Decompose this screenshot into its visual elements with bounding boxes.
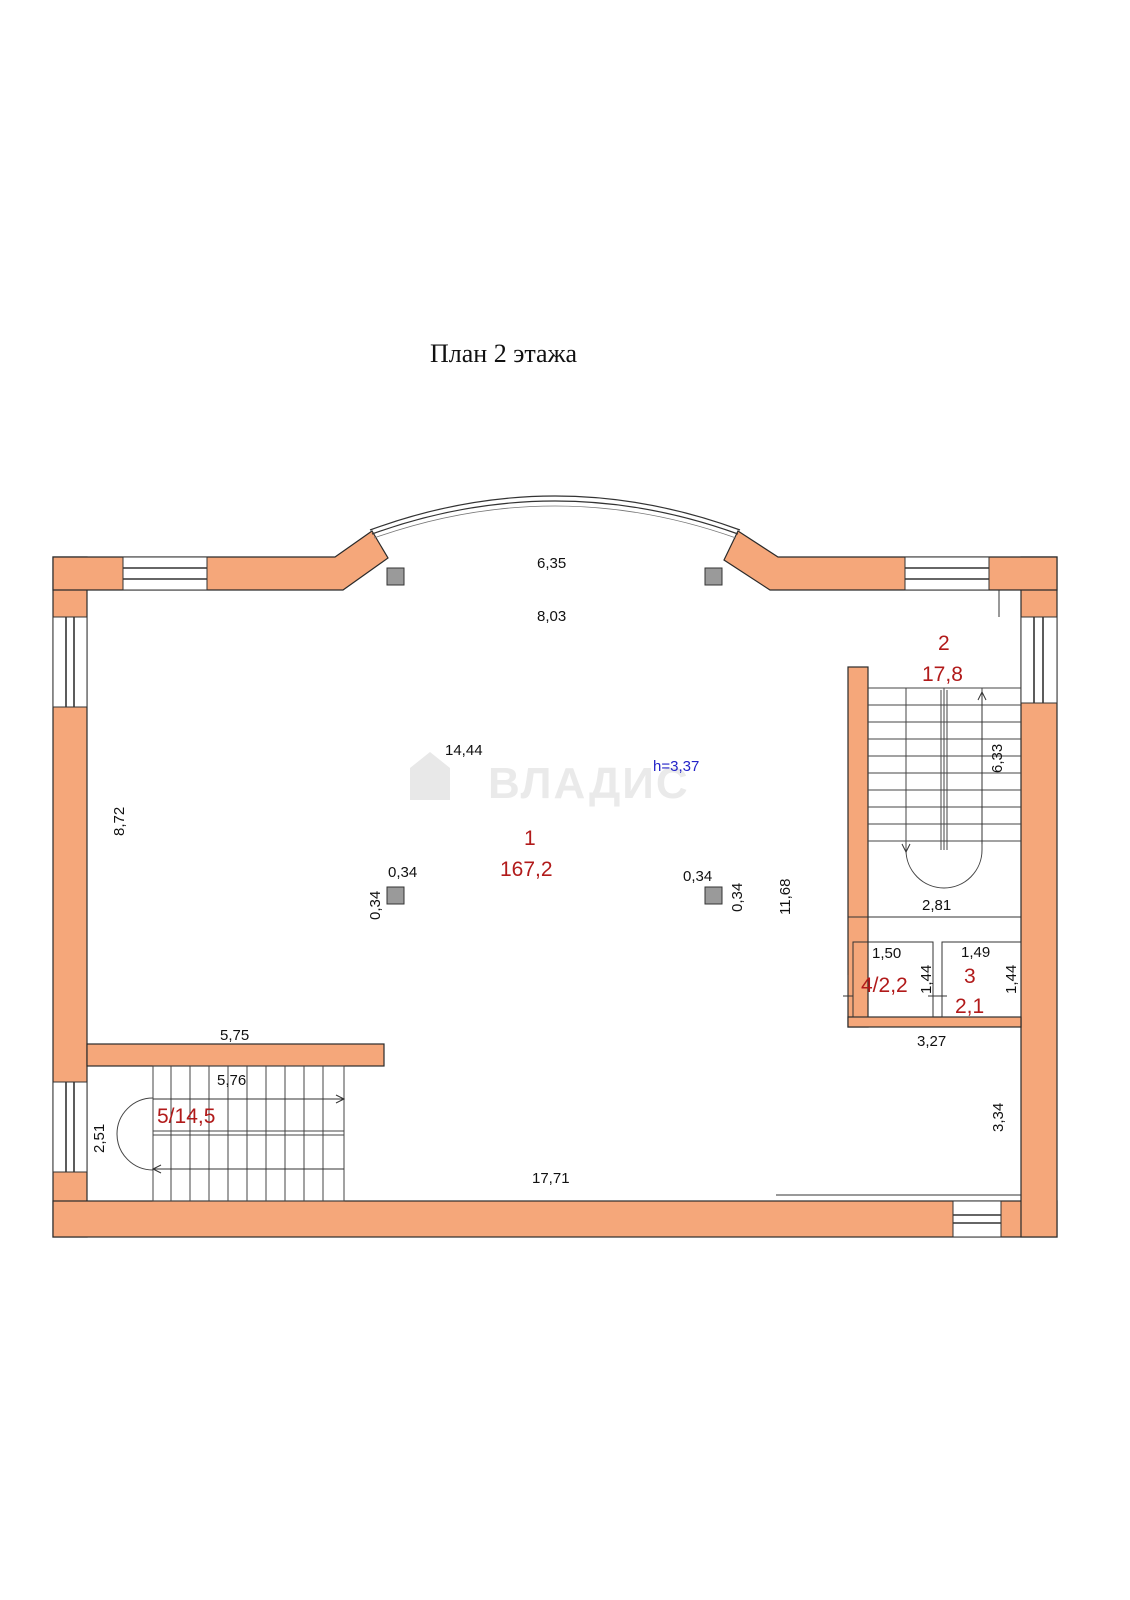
wall-room2-left — [847, 666, 869, 1028]
dim-8-03: 8,03 — [537, 608, 566, 625]
dim-0-34-a: 0,34 — [388, 864, 417, 881]
watermark: ВЛАДИС — [410, 752, 690, 808]
wall-top-right — [723, 530, 1058, 591]
bay-window-arc — [369, 495, 741, 531]
dim-3-34: 3,34 — [990, 1103, 1007, 1132]
ceiling-height-label: h=3,37 — [653, 758, 699, 775]
wall-bottom — [52, 1200, 1058, 1238]
room1-area: 167,2 — [500, 858, 553, 881]
dim-1-49: 1,49 — [961, 944, 990, 961]
dim-0-34-d: 0,34 — [729, 883, 746, 912]
columns — [386, 567, 723, 905]
window-left-upper — [52, 616, 88, 708]
dim-0-34-c: 0,34 — [683, 868, 712, 885]
dim-3-27: 3,27 — [917, 1033, 946, 1050]
dim-6-33: 6,33 — [989, 744, 1006, 773]
wall-room34-bottom — [847, 1016, 1022, 1028]
window-right — [1020, 616, 1058, 704]
room3-area: 2,1 — [955, 995, 984, 1018]
window-top-right — [904, 556, 990, 591]
plan-title: План 2 этажа — [430, 339, 578, 368]
room4-label: 4/2,2 — [861, 974, 908, 997]
staircase-room2 — [868, 590, 1021, 918]
dim-1-50: 1,50 — [872, 945, 901, 962]
wall-stair5-top — [86, 1043, 385, 1067]
small-rooms — [843, 916, 1022, 1018]
window-top-left — [122, 556, 208, 591]
watermark-text: ВЛАДИС — [488, 759, 690, 808]
room3-number: 3 — [964, 965, 976, 988]
windows — [52, 495, 1058, 1238]
room2-number: 2 — [938, 632, 950, 655]
column-mid-right — [704, 886, 723, 905]
dim-2-51: 2,51 — [91, 1124, 108, 1153]
window-left-lower — [52, 1081, 88, 1173]
watermark-logo-icon — [410, 752, 450, 800]
column-mid-left — [386, 886, 405, 905]
column-top-left — [386, 567, 405, 586]
dim-5-76: 5,76 — [217, 1072, 246, 1089]
staircase-room5 — [116, 1065, 1021, 1202]
wall-top-left — [52, 530, 389, 591]
dim-8-72: 8,72 — [111, 807, 128, 836]
dim-1-44-b: 1,44 — [1003, 965, 1020, 994]
dim-5-75: 5,75 — [220, 1027, 249, 1044]
window-bottom — [952, 1200, 1002, 1238]
room1-number: 1 — [524, 827, 536, 850]
dim-6-35: 6,35 — [537, 555, 566, 572]
dim-1-44-a: 1,44 — [918, 965, 935, 994]
dim-2-81: 2,81 — [922, 897, 951, 914]
dim-0-34-b: 0,34 — [367, 891, 384, 920]
column-top-right — [704, 567, 723, 586]
dimension-labels: 6,35 8,03 14,44 8,72 6,33 0,34 0,34 0,34… — [91, 555, 1020, 1187]
room-labels: 1 167,2 2 17,8 3 2,1 4/2,2 5/14,5 — [157, 632, 984, 1128]
dim-11-68: 11,68 — [777, 879, 794, 915]
room5-label: 5/14,5 — [157, 1105, 215, 1128]
dim-14-44: 14,44 — [445, 742, 483, 759]
room2-area: 17,8 — [922, 663, 963, 686]
dim-17-71: 17,71 — [532, 1170, 570, 1187]
